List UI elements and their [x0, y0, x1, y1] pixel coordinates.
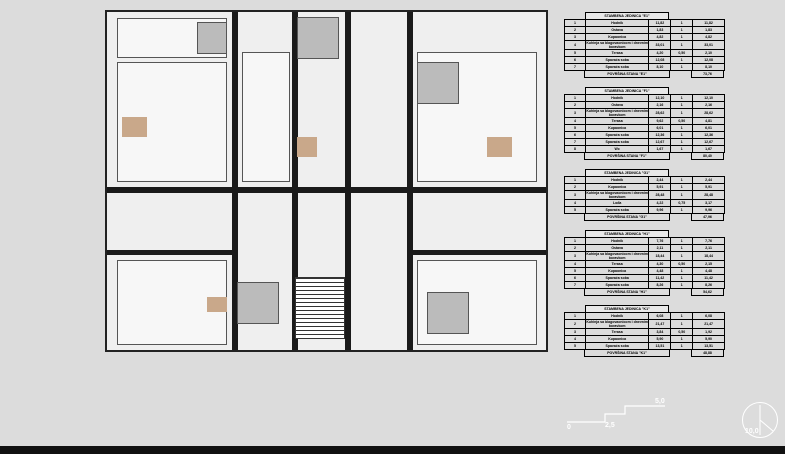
total-row: POVRŠINA STANA "F1" 80,40: [584, 152, 725, 160]
dining-table: [207, 297, 227, 312]
total-label: POVRŠINA STANA "K1": [584, 349, 670, 357]
wall: [345, 12, 351, 350]
total-row: POVRŠINA STANA "G1" 47,96: [584, 213, 725, 221]
room: [242, 52, 290, 182]
floor-plan: [105, 10, 548, 352]
table-cell: 7: [564, 281, 586, 289]
bed: [297, 17, 339, 59]
scale-label: 5,0: [655, 398, 665, 405]
wall: [232, 12, 238, 350]
total-label: POVRŠINA STANA "H1": [584, 288, 670, 296]
spacer: [669, 70, 692, 78]
scale-label: 2,5: [605, 422, 615, 429]
total-row: POVRŠINA STANA "E1" 73,76: [584, 70, 725, 78]
wall: [407, 12, 413, 350]
dining-table: [487, 137, 512, 157]
table-cell: 5: [564, 206, 586, 214]
wall: [407, 250, 546, 255]
dining-table: [297, 137, 317, 157]
total-value: 48,88: [691, 349, 724, 357]
north-arrow-graphic: [759, 405, 774, 435]
total-value: 54,62: [691, 288, 724, 296]
spacer: [669, 349, 692, 357]
scale-bar-graphic: [567, 405, 665, 423]
total-row: POVRŠINA STANA "K1" 48,88: [584, 349, 725, 357]
total-value: 73,76: [691, 70, 724, 78]
total-label: POVRŠINA STANA "G1": [584, 213, 670, 221]
bed: [197, 22, 227, 54]
bed: [237, 282, 279, 324]
total-value: 80,40: [691, 152, 724, 160]
total-label: POVRŠINA STANA "E1": [584, 70, 670, 78]
spacer: [669, 288, 692, 296]
wall: [107, 187, 546, 193]
bed: [427, 292, 469, 334]
spacer: [669, 152, 692, 160]
table-cell: 8: [564, 145, 586, 153]
wall: [292, 12, 298, 350]
staircase: [295, 277, 345, 339]
table-cell: 5: [564, 342, 586, 350]
spacer: [669, 213, 692, 221]
north-arrow-icon: [742, 402, 778, 438]
total-row: POVRŠINA STANA "H1" 54,62: [584, 288, 725, 296]
total-value: 47,96: [691, 213, 724, 221]
total-label: POVRŠINA STANA "F1": [584, 152, 670, 160]
table-cell: 7: [564, 63, 586, 71]
bed: [417, 62, 459, 104]
bottom-bar: [0, 446, 785, 454]
scale-label: 0: [567, 424, 571, 431]
wall: [107, 250, 237, 255]
dining-table: [122, 117, 147, 137]
